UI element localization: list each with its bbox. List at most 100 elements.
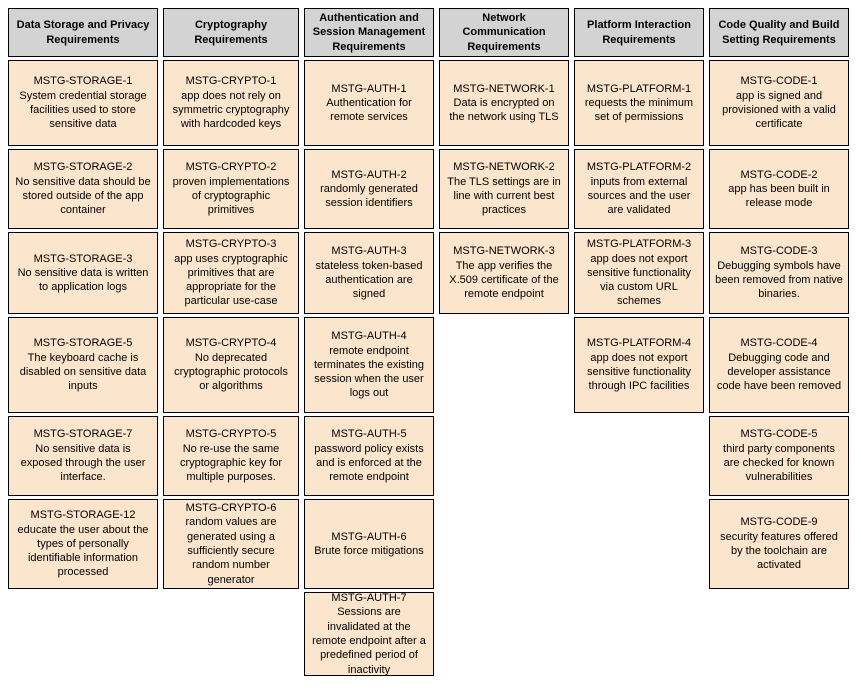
column-header-crypto: Cryptography Requirements bbox=[163, 8, 299, 57]
requirement-text: MSTG-CRYPTO-3 app uses cryptographic pri… bbox=[169, 237, 293, 308]
column-header-storage: Data Storage and Privacy Requirements bbox=[8, 8, 158, 57]
requirement-description: Brute force mitigations bbox=[314, 545, 424, 557]
requirement-card: MSTG-CRYPTO-4 No deprecated cryptographi… bbox=[163, 317, 299, 413]
requirement-text: MSTG-CRYPTO-2 proven implementations of … bbox=[169, 160, 293, 217]
requirement-card: MSTG-CRYPTO-1 app does not rely on symme… bbox=[163, 60, 299, 146]
requirement-id: MSTG-CODE-4 bbox=[740, 337, 818, 350]
requirement-id: MSTG-NETWORK-2 bbox=[453, 161, 555, 174]
requirement-text: MSTG-STORAGE-7 No sensitive data is expo… bbox=[14, 427, 152, 484]
requirement-text: MSTG-STORAGE-2 No sensitive data should … bbox=[14, 160, 152, 217]
requirement-card: MSTG-PLATFORM-1 requests the minimum set… bbox=[574, 60, 704, 146]
requirement-description: The TLS settings are in line with curren… bbox=[447, 175, 561, 217]
column-header-network: Network Communication Requirements bbox=[439, 8, 569, 57]
requirement-id: MSTG-CRYPTO-4 bbox=[185, 337, 277, 350]
requirement-description: app does not export sensitive functional… bbox=[587, 351, 691, 393]
requirement-id: MSTG-CRYPTO-1 bbox=[185, 75, 277, 88]
requirement-description: remote endpoint terminates the existing … bbox=[313, 344, 425, 400]
requirement-id: MSTG-CRYPTO-6 bbox=[185, 502, 277, 515]
requirement-card: MSTG-PLATFORM-3 app does not export sens… bbox=[574, 232, 704, 314]
requirement-description: No sensitive data is written to applicat… bbox=[17, 266, 149, 294]
requirement-description: No re-use the same cryptographic key for… bbox=[179, 442, 283, 484]
requirement-card: MSTG-AUTH-6 Brute force mitigations bbox=[304, 499, 434, 589]
requirement-text: MSTG-CODE-1 app is signed and provisione… bbox=[715, 74, 843, 131]
requirement-card: MSTG-AUTH-3 stateless token-based authen… bbox=[304, 232, 434, 314]
requirement-card: MSTG-CRYPTO-2 proven implementations of … bbox=[163, 149, 299, 229]
column-header-label: Platform Interaction Requirements bbox=[587, 19, 691, 46]
requirement-description: security features offered by the toolcha… bbox=[720, 530, 838, 572]
requirement-card: MSTG-STORAGE-1 System credential storage… bbox=[8, 60, 158, 146]
requirement-id: MSTG-AUTH-4 bbox=[331, 330, 407, 343]
requirement-description: No sensitive data should be stored outsi… bbox=[15, 175, 151, 217]
requirement-card: MSTG-PLATFORM-4 app does not export sens… bbox=[574, 317, 704, 413]
requirement-text: MSTG-STORAGE-5 The keyboard cache is dis… bbox=[14, 336, 152, 393]
requirement-description: app does not rely on symmetric cryptogra… bbox=[172, 89, 290, 131]
requirement-text: MSTG-AUTH-6 Brute force mitigations bbox=[314, 530, 423, 559]
requirement-text: MSTG-CODE-9 security features offered by… bbox=[715, 515, 843, 572]
requirement-id: MSTG-STORAGE-7 bbox=[33, 428, 133, 441]
requirement-card: MSTG-CODE-3 Debugging symbols have been … bbox=[709, 232, 849, 314]
requirement-card: MSTG-NETWORK-2 The TLS settings are in l… bbox=[439, 149, 569, 229]
requirement-text: MSTG-PLATFORM-3 app does not export sens… bbox=[580, 237, 698, 308]
requirement-card: MSTG-CODE-1 app is signed and provisione… bbox=[709, 60, 849, 146]
requirement-description: app does not export sensitive functional… bbox=[587, 252, 691, 308]
requirement-card: MSTG-STORAGE-2 No sensitive data should … bbox=[8, 149, 158, 229]
requirement-text: MSTG-CRYPTO-4 No deprecated cryptographi… bbox=[169, 336, 293, 393]
requirement-text: MSTG-CODE-5 third party components are c… bbox=[715, 427, 843, 484]
requirement-description: app has been built in release mode bbox=[728, 182, 830, 210]
requirement-text: MSTG-NETWORK-2 The TLS settings are in l… bbox=[445, 160, 563, 217]
requirement-card: MSTG-STORAGE-12 educate the user about t… bbox=[8, 499, 158, 589]
requirement-id: MSTG-AUTH-1 bbox=[331, 82, 407, 95]
requirement-text: MSTG-AUTH-5 password policy exists and i… bbox=[310, 427, 428, 484]
requirement-card: MSTG-STORAGE-3 No sensitive data is writ… bbox=[8, 232, 158, 314]
requirement-text: MSTG-AUTH-4 remote endpoint terminates t… bbox=[310, 329, 428, 400]
requirement-card: MSTG-CODE-9 security features offered by… bbox=[709, 499, 849, 589]
requirement-id: MSTG-CODE-9 bbox=[740, 516, 818, 529]
requirement-text: MSTG-CRYPTO-1 app does not rely on symme… bbox=[169, 74, 293, 131]
requirement-description: Debugging code and developer assistance … bbox=[716, 351, 842, 393]
requirement-description: The keyboard cache is disabled on sensit… bbox=[19, 351, 147, 393]
requirement-card: MSTG-CODE-4 Debugging code and developer… bbox=[709, 317, 849, 413]
requirement-description: app is signed and provisioned with a val… bbox=[722, 89, 836, 131]
requirement-text: MSTG-STORAGE-3 No sensitive data is writ… bbox=[14, 252, 152, 295]
requirement-id: MSTG-PLATFORM-1 bbox=[586, 82, 692, 95]
requirement-description: requests the minimum set of permissions bbox=[584, 96, 694, 124]
column-header-label: Authentication and Session Management Re… bbox=[312, 12, 426, 53]
requirement-id: MSTG-AUTH-5 bbox=[331, 428, 407, 441]
requirement-description: app uses cryptographic primitives that a… bbox=[174, 252, 288, 308]
requirement-card: MSTG-CODE-2 app has been built in releas… bbox=[709, 149, 849, 229]
requirement-text: MSTG-CRYPTO-6 random values are generate… bbox=[169, 501, 293, 587]
requirement-text: MSTG-STORAGE-1 System credential storage… bbox=[14, 74, 152, 131]
requirement-id: MSTG-CODE-1 bbox=[740, 75, 818, 88]
requirement-id: MSTG-AUTH-7 bbox=[331, 592, 407, 605]
column-header-label: Network Communication Requirements bbox=[462, 12, 546, 53]
requirement-id: MSTG-CRYPTO-5 bbox=[185, 428, 277, 441]
requirement-description: Data is encrypted on the network using T… bbox=[449, 96, 559, 124]
requirement-text: MSTG-AUTH-7 Sessions are invalidated at … bbox=[310, 592, 428, 676]
column-header-code: Code Quality and Build Setting Requireme… bbox=[709, 8, 849, 57]
requirement-id: MSTG-CRYPTO-3 bbox=[185, 238, 277, 251]
requirement-id: MSTG-STORAGE-2 bbox=[33, 161, 133, 174]
requirement-description: random values are generated using a suff… bbox=[185, 516, 277, 586]
requirement-card: MSTG-AUTH-1 Authentication for remote se… bbox=[304, 60, 434, 146]
requirement-id: MSTG-NETWORK-3 bbox=[453, 245, 555, 258]
requirement-id: MSTG-STORAGE-1 bbox=[33, 75, 133, 88]
requirement-description: The app verifies the X.509 certificate o… bbox=[449, 259, 559, 301]
requirement-description: Sessions are invalidated at the remote e… bbox=[312, 606, 426, 676]
requirement-id: MSTG-STORAGE-12 bbox=[30, 509, 136, 522]
requirement-id: MSTG-NETWORK-1 bbox=[453, 82, 555, 95]
requirement-text: MSTG-AUTH-2 randomly generated session i… bbox=[310, 168, 428, 211]
requirement-description: System credential storage facilities use… bbox=[19, 89, 147, 131]
requirement-card: MSTG-AUTH-2 randomly generated session i… bbox=[304, 149, 434, 229]
column-header-label: Cryptography Requirements bbox=[194, 19, 268, 46]
requirement-description: proven implementations of cryptographic … bbox=[172, 175, 290, 217]
requirement-text: MSTG-PLATFORM-4 app does not export sens… bbox=[580, 336, 698, 393]
requirement-text: MSTG-CRYPTO-5 No re-use the same cryptog… bbox=[169, 427, 293, 484]
requirement-text: MSTG-CODE-2 app has been built in releas… bbox=[715, 168, 843, 211]
requirement-description: No deprecated cryptographic protocols or… bbox=[174, 351, 288, 393]
column-header-label: Data Storage and Privacy Requirements bbox=[16, 19, 150, 46]
requirement-description: No sensitive data is exposed through the… bbox=[20, 442, 146, 484]
requirement-id: MSTG-CODE-5 bbox=[740, 428, 818, 441]
requirement-id: MSTG-PLATFORM-4 bbox=[586, 337, 692, 350]
requirement-description: educate the user about the types of pers… bbox=[17, 523, 149, 579]
